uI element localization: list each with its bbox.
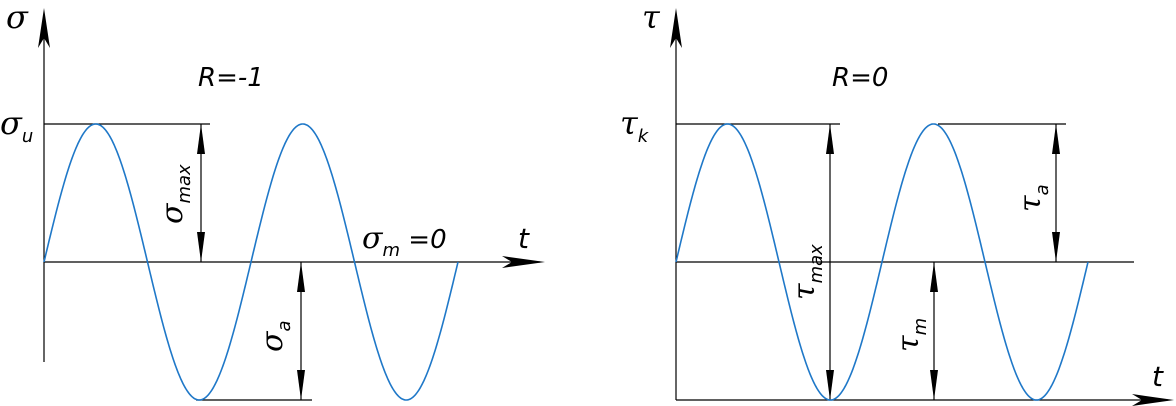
left-x-axis-label: t <box>518 222 530 255</box>
tau-max-label: τmax <box>787 244 827 300</box>
tau-m-arrow-up <box>930 262 938 292</box>
sigma-max-label: σmax <box>155 164 195 224</box>
right-x-axis-arrow <box>1132 394 1174 406</box>
tau-max-arrow-down <box>826 370 834 400</box>
sigma-a-arrow-up <box>297 262 305 292</box>
right-sine-wave <box>675 123 1089 401</box>
right-x-axis-label: t <box>1152 360 1164 393</box>
tau-m-arrow-down <box>930 370 938 400</box>
tau-a-arrow-up <box>1052 124 1060 154</box>
tau-max-arrow-up <box>826 124 834 154</box>
sigma-a-arrow-down <box>297 370 305 400</box>
right-ratio-label: R=0 <box>832 63 888 93</box>
right-y-axis-arrow <box>670 8 682 48</box>
left-y-axis-arrow <box>38 8 50 48</box>
left-x-axis-arrow <box>502 256 545 268</box>
sigma-u-label: σu <box>0 104 33 147</box>
sigma-m-label: σm =0 <box>362 221 447 261</box>
sigma-max-arrow-up <box>197 124 205 154</box>
tau-k-label: τk <box>620 104 650 147</box>
tau-a-arrow-down <box>1052 232 1060 262</box>
left-ratio-label: R=-1 <box>198 63 264 93</box>
right-y-axis-label: τ <box>642 0 661 36</box>
left-y-axis-label: σ <box>6 0 29 36</box>
left-panel: σ t R=-1 σu σmax σa σm =0 <box>0 0 545 401</box>
sigma-max-arrow-down <box>197 232 205 262</box>
left-sine-wave <box>43 123 459 401</box>
right-panel: τ t R=0 τk τmax τa τm <box>620 0 1174 406</box>
tau-a-label: τa <box>1013 184 1053 212</box>
tau-m-label: τm <box>891 318 931 352</box>
sigma-a-label: σa <box>255 320 295 352</box>
